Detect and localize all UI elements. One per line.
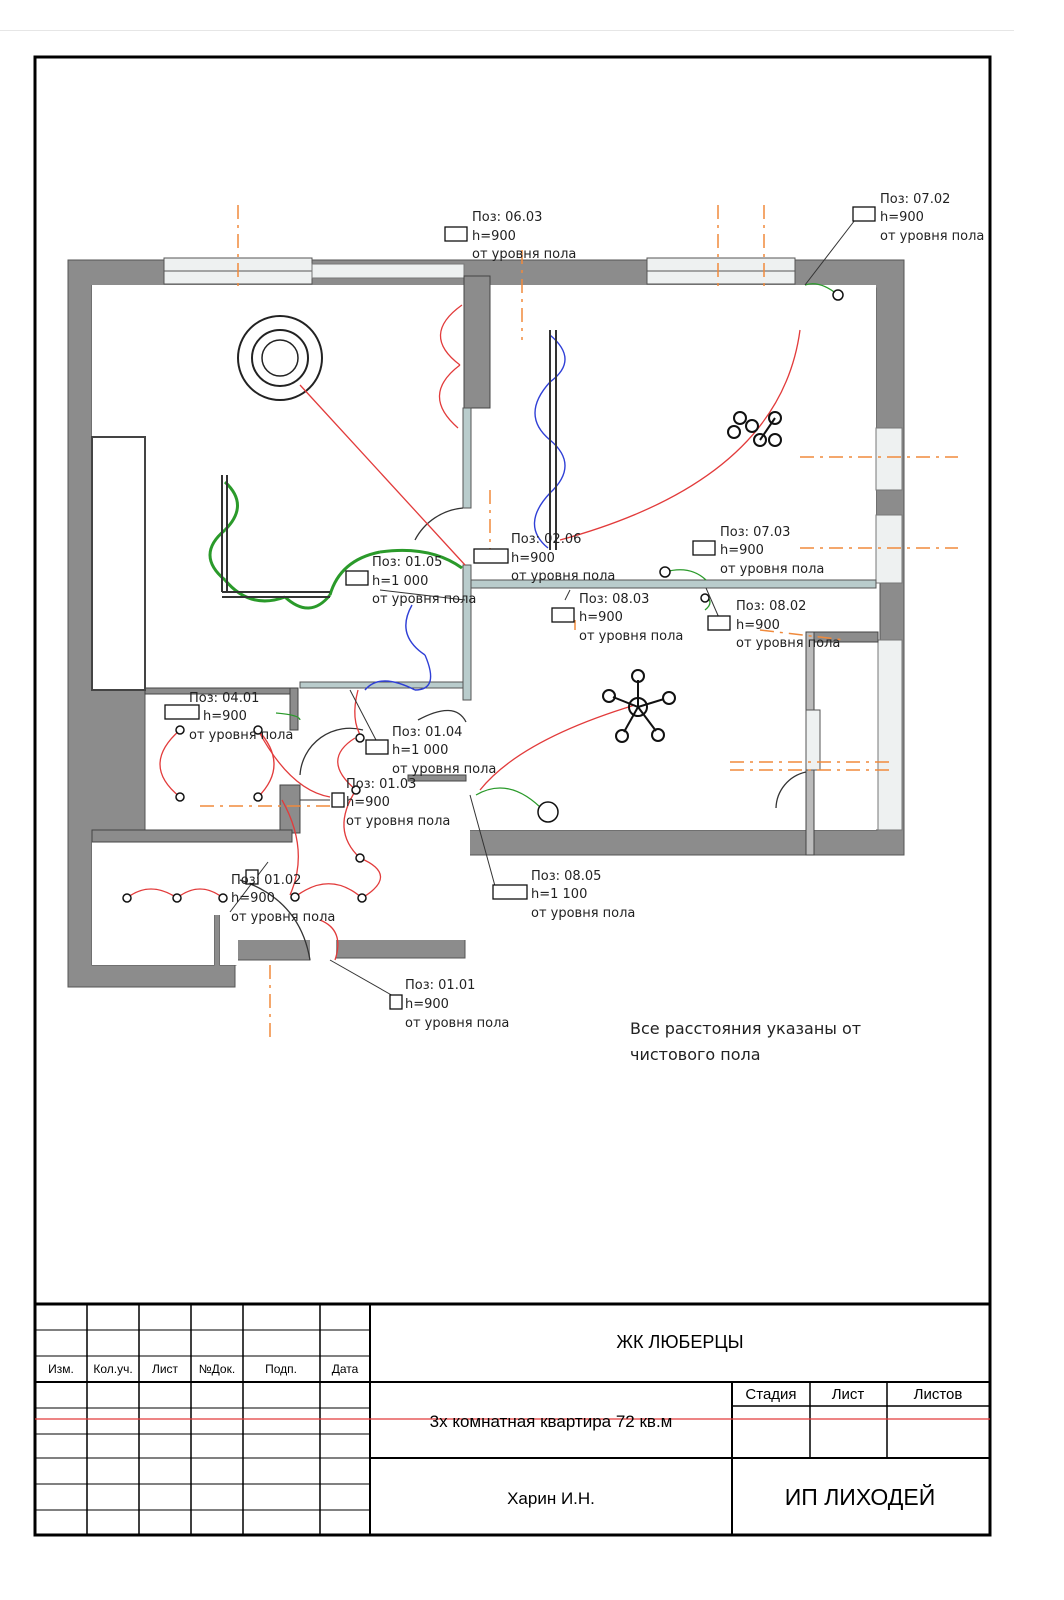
label-06-03-ref: от уровня пола	[472, 247, 576, 262]
door-arc-1	[414, 507, 464, 541]
label-04-01-ref: от уровня пола	[189, 728, 293, 743]
title-block	[35, 1302, 990, 1535]
partition-wc	[279, 784, 301, 834]
project-name: ЖК ЛЮБЕРЦЫ	[616, 1332, 743, 1352]
stage-label: Стадия	[745, 1386, 796, 1403]
socket-labels: Поз: 06.03 h=900 от уровня пола Поз: 07.…	[164, 192, 984, 1031]
label-02-06-ref: от уровня пола	[511, 569, 615, 584]
label-08-03-height: h=900	[579, 610, 623, 625]
sheets-label: Листов	[914, 1386, 963, 1403]
header-list: Лист	[152, 1362, 179, 1376]
label-08-02-code: Поз: 08.02	[736, 599, 806, 614]
label-06-03-code: Поз: 06.03	[472, 210, 542, 225]
label-08-03-ref: от уровня пола	[579, 629, 683, 644]
partition-hall	[407, 774, 467, 782]
label-04-01-height: h=900	[203, 709, 247, 724]
label-07-03-height: h=900	[720, 543, 764, 558]
label-01-05-code: Поз: 01.05	[372, 555, 442, 570]
author-name: Харин И.Н.	[507, 1489, 595, 1508]
label-06-03-height: h=900	[472, 229, 516, 244]
partition-corridor	[289, 687, 299, 731]
label-01-05-height: h=1 000	[372, 574, 428, 589]
label-08-05-ref: от уровня пола	[531, 906, 635, 921]
project-description: 3х комнатная квартира 72 кв.м	[430, 1412, 673, 1431]
header-date: Дата	[332, 1362, 359, 1376]
spot-lights	[122, 289, 844, 903]
floor-plan	[67, 205, 958, 1040]
label-07-02-ref: от уровня пола	[880, 229, 984, 244]
note-line-1: Все расстояния указаны от	[630, 1019, 861, 1038]
window-right-wall-2	[875, 514, 903, 584]
label-08-03-code: Поз: 08.03	[579, 592, 649, 607]
label-04-01-code: Поз: 04.01	[189, 691, 259, 706]
partition-bath-2	[299, 681, 464, 689]
label-07-02-height: h=900	[880, 210, 924, 225]
label-02-06-code: Поз: 02.06	[511, 532, 581, 547]
note-line-2: чистового пола	[630, 1045, 761, 1064]
company-name: ИП ЛИХОДЕЙ	[785, 1483, 936, 1510]
leader-lines	[229, 219, 856, 998]
partition-vertical-1	[462, 407, 472, 509]
top-divider	[0, 30, 1014, 31]
label-02-06-height: h=900	[511, 551, 555, 566]
label-07-03-ref: от уровня пола	[720, 562, 824, 577]
door-arc-5	[417, 709, 467, 723]
label-01-01-ref: от уровня пола	[405, 1016, 509, 1031]
chandelier-icon	[602, 669, 676, 743]
label-07-02-code: Поз: 07.02	[880, 192, 950, 207]
partition-left-wall	[91, 436, 146, 691]
door-arc-3	[775, 771, 807, 809]
header-kol: Кол.уч.	[93, 1362, 132, 1376]
label-08-02-ref: от уровня пола	[736, 636, 840, 651]
sheet-frame	[33, 55, 992, 1537]
header-doc: №Док.	[199, 1362, 235, 1376]
header-izm: Изм.	[48, 1362, 74, 1376]
blue-wires	[364, 334, 566, 691]
partition-vertical-2	[462, 564, 472, 701]
label-01-02-ref: от уровня пола	[231, 910, 335, 925]
door-balcony	[805, 709, 821, 771]
sheet-label: Лист	[832, 1386, 865, 1403]
ceiling-light-cluster-icon	[727, 411, 782, 447]
door-arc-2	[299, 727, 364, 776]
label-01-01-code: Поз: 01.01	[405, 978, 475, 993]
label-01-03-code: Поз: 01.03	[346, 777, 416, 792]
label-01-03-height: h=900	[346, 795, 390, 810]
header-podp: Подп.	[265, 1362, 297, 1376]
label-01-04-ref: от уровня пола	[392, 762, 496, 777]
axis-lines	[200, 205, 958, 1040]
column-top	[463, 275, 491, 409]
label-01-01-height: h=900	[405, 997, 449, 1012]
door-arc-4	[239, 879, 311, 961]
label-01-04-code: Поз: 01.04	[392, 725, 462, 740]
label-08-02-height: h=900	[736, 618, 780, 633]
label-01-02-height: h=900	[231, 891, 275, 906]
window-mid	[311, 263, 465, 279]
round-fixture	[237, 315, 323, 401]
label-07-03-code: Поз: 07.03	[720, 525, 790, 540]
title-block-text: Изм. Кол.уч. Лист №Док. Подп. Дата ЖК ЛЮ…	[48, 1332, 962, 1510]
label-01-05-ref: от уровня пола	[372, 592, 476, 607]
wall-light-track	[221, 330, 557, 598]
window-right-wall-1	[875, 427, 903, 491]
label-01-02-code: Поз: 01.02	[231, 873, 301, 888]
window-right-wall-3	[877, 639, 903, 831]
label-01-03-ref: от уровня пола	[346, 814, 450, 829]
label-08-05-height: h=1 100	[531, 887, 587, 902]
label-08-05-code: Поз: 08.05	[531, 869, 601, 884]
partition-horizontal	[470, 579, 877, 589]
green-wires	[208, 480, 463, 610]
partition-left-bath	[91, 829, 293, 843]
label-01-04-height: h=1 000	[392, 743, 448, 758]
